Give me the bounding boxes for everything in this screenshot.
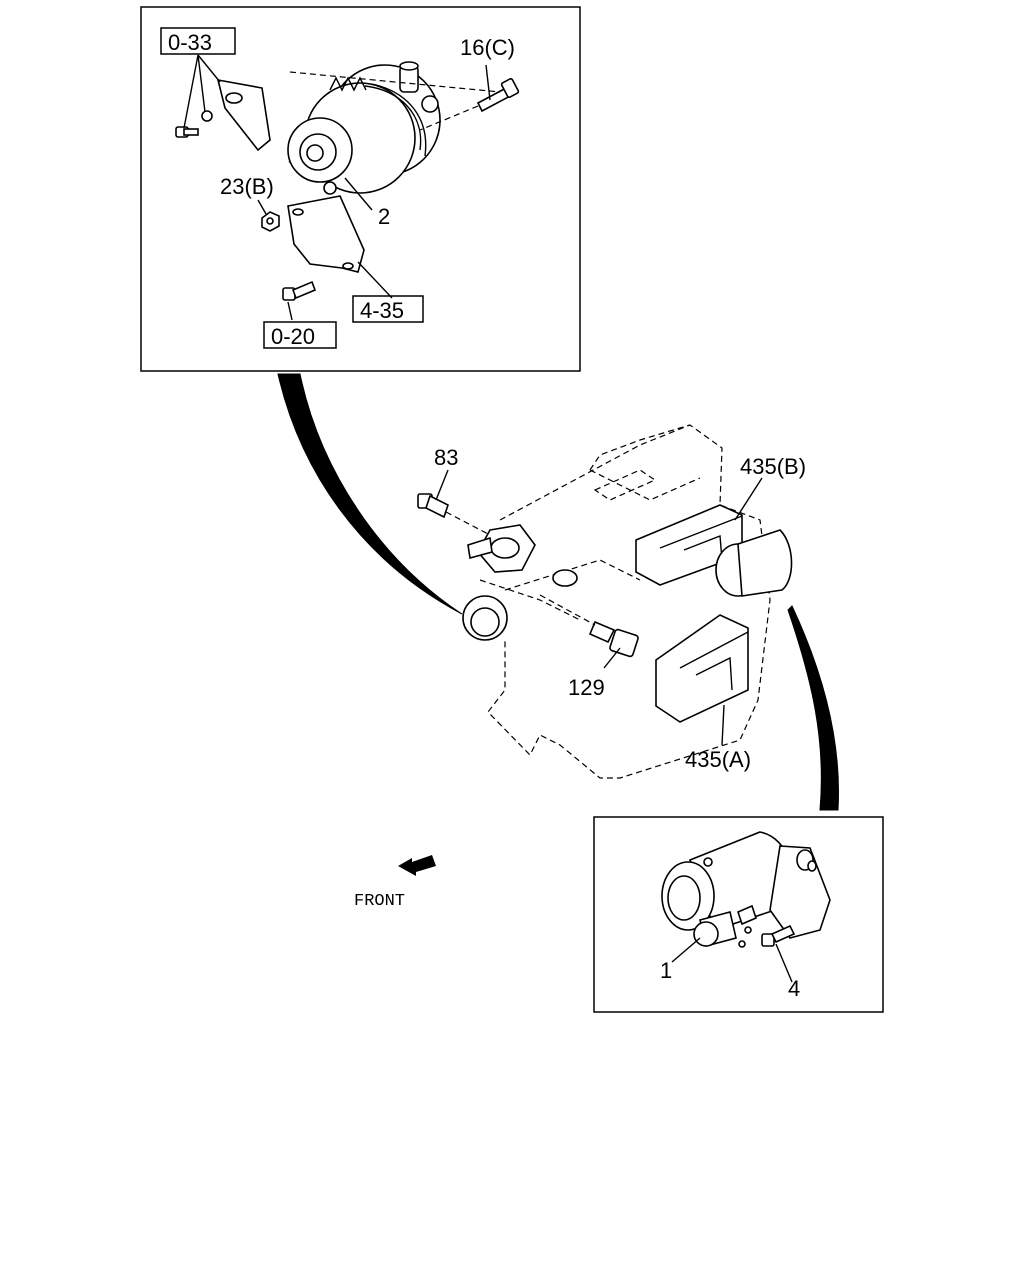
front-arrow-icon [398,855,436,876]
starter-motor-mount [715,529,793,597]
plate-slot [225,92,243,104]
detail-connector-bottom [787,605,839,811]
sensor-83 [417,493,491,536]
callout-129: 129 [568,675,605,700]
alternator-detail-frame [140,6,581,372]
bolt-0-20 [282,280,317,301]
sensor-129 [539,594,639,658]
thermostat-housing [462,524,578,641]
engine-outline [487,424,771,779]
callout-0-33: 0-33 [168,30,212,55]
starter-motor [661,831,831,948]
bolt-16c [476,78,520,113]
alternator [287,61,441,195]
callout-16c: 16(C) [460,35,515,60]
front-indicator: FRONT [354,855,436,911]
front-label: FRONT [354,892,405,911]
callout-83: 83 [434,445,458,470]
callout-0-20: 0-20 [271,324,315,349]
callout-4-35: 4-35 [360,298,404,323]
callout-435b: 435(B) [740,454,806,479]
bracket-4-35 [287,195,365,273]
washer [201,110,213,122]
starter-detail-panel: 1 4 [593,816,884,1013]
callout-2: 2 [378,204,390,229]
bolt-4 [761,924,796,947]
callout-box-0-20 [263,321,337,349]
alternator-detail-panel: 0-33 16(C) 23(B) 2 4-35 0-20 [140,6,581,372]
callout-box-4-35 [352,295,424,323]
heat-shield-435a [655,614,749,723]
callout-435a: 435(A) [685,747,751,772]
callout-1: 1 [660,958,672,983]
callout-box-0-33 [160,27,236,55]
callout-23b: 23(B) [220,174,274,199]
detail-connector-top [277,373,463,615]
starter-detail-frame [593,816,884,1013]
adjust-plate [216,78,271,152]
bolt-0-33 [175,126,199,138]
heat-shield-435b [635,504,743,586]
engine-block: 83 435(B) 129 435(A) [417,424,806,779]
callout-4: 4 [788,976,800,1001]
leader-dash [419,105,479,131]
leader-dash [289,71,501,93]
